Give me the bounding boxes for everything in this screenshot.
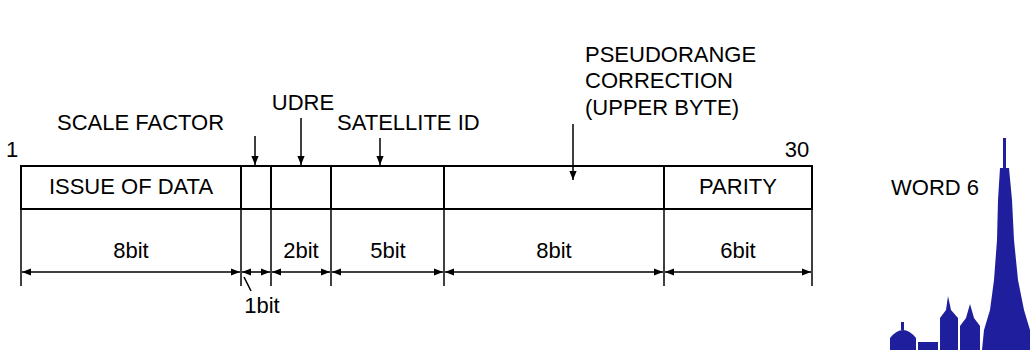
bit-count: 8bit xyxy=(113,238,148,264)
field-box: UDRE xyxy=(270,165,332,210)
building-silhouette xyxy=(890,138,1030,350)
bit-number: 30 xyxy=(785,137,809,163)
leader-arrow xyxy=(254,136,256,165)
leader-arrow xyxy=(572,124,574,180)
leader-arrow xyxy=(379,138,381,165)
field-heading: PSEUDORANGE CORRECTION (UPPER BYTE) xyxy=(585,42,763,121)
field-heading: SATELLITE ID xyxy=(337,110,480,136)
bit-count: 1bit xyxy=(244,293,279,319)
dimension-ticks xyxy=(21,210,812,286)
word-label: WORD 6 xyxy=(891,175,979,201)
field-heading: UDRE xyxy=(272,90,334,116)
field-name: ISSUE OF DATA xyxy=(49,174,213,200)
field-box: PSEUDORANGE CORRECTION (UPPER BYTE) xyxy=(443,165,665,210)
field-name: PARITY xyxy=(699,174,777,200)
bit-count: 6bit xyxy=(720,238,755,264)
field-box: SATELLITE ID xyxy=(330,165,445,210)
dimension-arrows xyxy=(22,272,811,291)
bit-count: 5bit xyxy=(370,238,405,264)
field-heading: SCALE FACTOR xyxy=(57,110,224,136)
bit-count: 8bit xyxy=(536,238,571,264)
leader-line xyxy=(244,277,251,291)
bit-count: 2bit xyxy=(283,238,318,264)
leader-arrow xyxy=(300,118,302,165)
field-box: ISSUE OF DATA xyxy=(20,165,242,210)
field-box: SCALE FACTOR xyxy=(240,165,272,210)
bit-number: 1 xyxy=(6,137,18,163)
field-box: PARITY xyxy=(663,165,813,210)
